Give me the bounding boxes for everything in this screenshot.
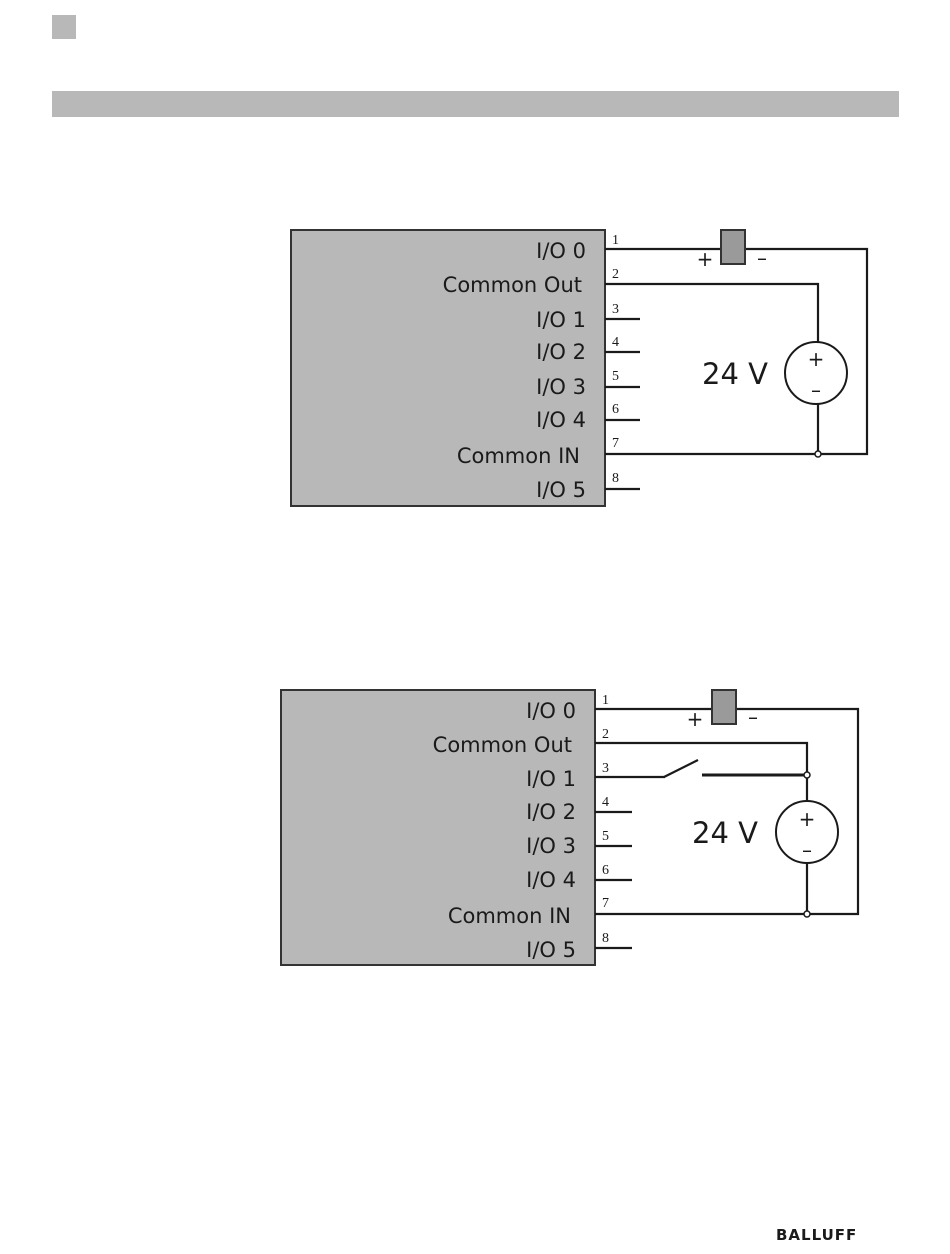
- load-plus-sign: +: [687, 707, 704, 731]
- wiring-diagram-1: I/O 0 Common Out I/O 1 I/O 2 I/O 3 I/O 4…: [291, 230, 867, 506]
- pin-number-3: 3: [602, 761, 609, 776]
- terminal-label-io5: I/O 5: [536, 478, 586, 502]
- pin-number-6: 6: [602, 863, 609, 878]
- terminal-label-io2: I/O 2: [536, 340, 586, 364]
- source-minus-sign: –: [802, 838, 812, 862]
- terminal-label-io0: I/O 0: [536, 239, 586, 263]
- load-plus-sign: +: [697, 247, 714, 271]
- pin-number-3: 3: [612, 302, 619, 317]
- pin-number-6: 6: [612, 402, 619, 417]
- pin-number-1: 1: [612, 233, 619, 248]
- terminal-label-io0: I/O 0: [526, 699, 576, 723]
- load-component: [721, 230, 745, 264]
- pin-number-5: 5: [612, 369, 619, 384]
- pin-number-4: 4: [612, 335, 619, 350]
- terminal-label-common-in: Common IN: [457, 444, 580, 468]
- source-plus-sign: +: [799, 807, 816, 831]
- junction-dot: [815, 451, 821, 457]
- terminal-label-io4: I/O 4: [536, 408, 586, 432]
- terminal-label-io3: I/O 3: [526, 834, 576, 858]
- pin-number-7: 7: [602, 896, 609, 911]
- load-component: [712, 690, 736, 724]
- pin-number-4: 4: [602, 795, 609, 810]
- voltage-label: 24 V: [702, 357, 768, 391]
- pin-number-8: 8: [602, 931, 609, 946]
- terminal-label-io1: I/O 1: [526, 767, 576, 791]
- terminal-label-io1: I/O 1: [536, 308, 586, 332]
- wiring-diagram-2: I/O 0 Common Out I/O 1 I/O 2 I/O 3 I/O 4…: [281, 690, 858, 965]
- load-minus-sign: –: [757, 246, 767, 270]
- pin-number-2: 2: [612, 267, 619, 282]
- junction-dot: [804, 772, 810, 778]
- terminal-label-io5: I/O 5: [526, 938, 576, 962]
- pin-number-1: 1: [602, 693, 609, 708]
- balluff-logo: BALLUFF: [776, 1226, 857, 1244]
- terminal-label-common-out: Common Out: [433, 733, 572, 757]
- pin-number-7: 7: [612, 436, 619, 451]
- terminal-label-io2: I/O 2: [526, 800, 576, 824]
- voltage-label: 24 V: [692, 816, 758, 850]
- source-plus-sign: +: [808, 347, 825, 371]
- pin-number-8: 8: [612, 471, 619, 486]
- junction-dot: [804, 911, 810, 917]
- terminal-label-common-in: Common IN: [448, 904, 571, 928]
- terminal-label-io4: I/O 4: [526, 868, 576, 892]
- load-minus-sign: –: [748, 705, 758, 729]
- pin-number-2: 2: [602, 727, 609, 742]
- terminal-label-io3: I/O 3: [536, 375, 586, 399]
- terminal-label-common-out: Common Out: [443, 273, 582, 297]
- source-minus-sign: –: [811, 378, 821, 402]
- pin-number-5: 5: [602, 829, 609, 844]
